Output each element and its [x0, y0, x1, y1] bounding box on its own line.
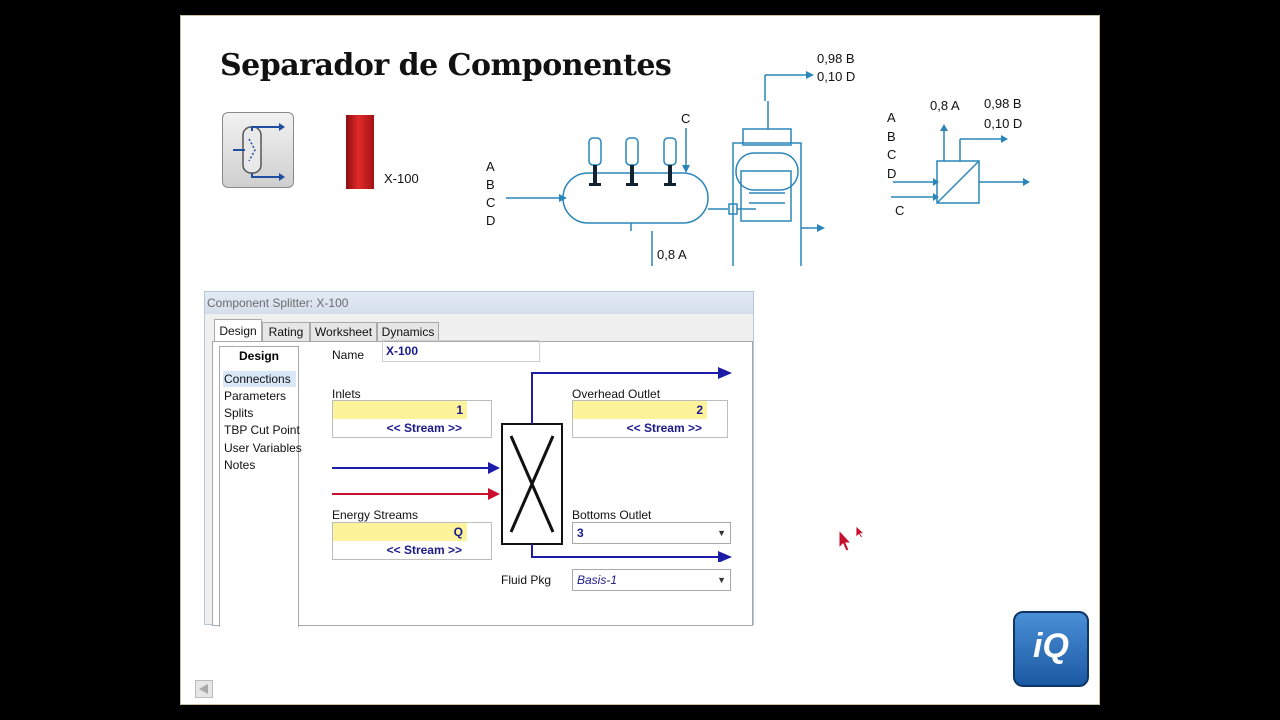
block-inlet-label: A: [887, 110, 896, 125]
nav-title: Design: [238, 349, 279, 363]
block-inlet-label: D: [887, 166, 897, 181]
design-tab-body: Design Connections Parameters Splits TBP…: [212, 340, 753, 627]
vessel-inlet-label: A: [486, 159, 495, 174]
bottoms-outlet-label: Bottoms Outlet: [572, 508, 652, 522]
inlets-label: Inlets: [332, 387, 361, 401]
block-right-outlet-label: 0,98 B: [984, 96, 1022, 111]
block-top-outlet-label: 0,8 A: [930, 98, 960, 113]
vessel-inlet-label: B: [486, 177, 495, 192]
vessel-inlet-label: D: [486, 213, 496, 228]
block-inlet-label: B: [887, 129, 896, 144]
energy-stream-cell[interactable]: Q: [333, 523, 467, 541]
inlets-table: 1 << Stream >>: [332, 400, 492, 438]
tab-design[interactable]: Design: [214, 319, 262, 342]
vessel-bottom-outlet-label: 0,8 A: [657, 247, 687, 262]
nav-item-notes[interactable]: Notes: [224, 458, 256, 472]
inlet-new-stream-cell[interactable]: << Stream >>: [386, 421, 462, 435]
fluid-pkg-value: Basis-1: [577, 573, 618, 587]
component-splitter-window: Component Splitter: X-100 Design Rating …: [204, 291, 754, 627]
palette-unit-label: X-100: [384, 171, 419, 186]
slide-title: Separador de Componentes: [220, 48, 672, 83]
nav-item-connections[interactable]: Connections: [223, 371, 296, 387]
mouse-cursor-icon: [838, 526, 866, 552]
design-nav: Design Connections Parameters Splits TBP…: [219, 346, 302, 627]
nav-item-splits[interactable]: Splits: [224, 406, 254, 420]
tab-worksheet[interactable]: Worksheet: [310, 322, 377, 341]
block-bottom-feed-label: C: [895, 203, 905, 218]
arrow-left-icon: [199, 684, 208, 694]
component-splitter-palette-icon[interactable]: [222, 112, 294, 188]
energy-streams-label: Energy Streams: [332, 508, 419, 522]
vessel-top-feed-label: C: [681, 111, 691, 126]
bottoms-outlet-value: 3: [577, 526, 584, 540]
block-inlet-label: C: [887, 147, 897, 162]
splitter-connections-graphic: [332, 367, 732, 562]
chevron-down-icon: ▼: [717, 528, 726, 538]
energy-streams-table: Q << Stream >>: [332, 522, 492, 560]
vessel-overhead-label: 0,98 B: [817, 51, 855, 66]
vessel-overhead-label: 0,10 D: [817, 69, 856, 84]
fluid-pkg-label: Fluid Pkg: [501, 573, 552, 587]
previous-slide-button[interactable]: [195, 680, 213, 698]
overhead-outlet-label: Overhead Outlet: [572, 387, 661, 401]
name-label: Name: [332, 348, 365, 362]
logo-text: iQ: [1033, 627, 1069, 665]
fluid-pkg-dropdown[interactable]: Basis-1 ▼: [572, 569, 731, 591]
splitter-block-diagram: [891, 124, 1030, 204]
nav-item-parameters[interactable]: Parameters: [224, 389, 287, 403]
tab-rating[interactable]: Rating: [262, 322, 310, 341]
inlet-stream-cell[interactable]: 1: [333, 401, 467, 419]
overhead-outlet-table: 2 << Stream >>: [572, 400, 728, 438]
slide: Separador de Componentes X-100: [180, 15, 1100, 705]
energy-new-stream-cell[interactable]: << Stream >>: [386, 543, 462, 557]
separator-vessel-diagram: [506, 71, 825, 266]
overhead-new-stream-cell[interactable]: << Stream >>: [626, 421, 702, 435]
nav-item-user-variables[interactable]: User Variables: [224, 441, 302, 455]
block-right-outlet-label: 0,10 D: [984, 116, 1023, 131]
window-title: Component Splitter: X-100: [205, 292, 753, 314]
chevron-down-icon: ▼: [717, 575, 726, 585]
splitter-unit-icon: [346, 115, 374, 189]
nav-item-tbp-cut-point[interactable]: TBP Cut Point: [224, 423, 300, 437]
tab-dynamics[interactable]: Dynamics: [377, 322, 439, 341]
overhead-stream-cell[interactable]: 2: [573, 401, 707, 419]
bottoms-outlet-dropdown[interactable]: 3 ▼: [572, 522, 731, 544]
vessel-inlet-label: C: [486, 195, 496, 210]
name-input[interactable]: X-100: [382, 340, 540, 362]
iq-logo: iQ: [1013, 611, 1089, 687]
